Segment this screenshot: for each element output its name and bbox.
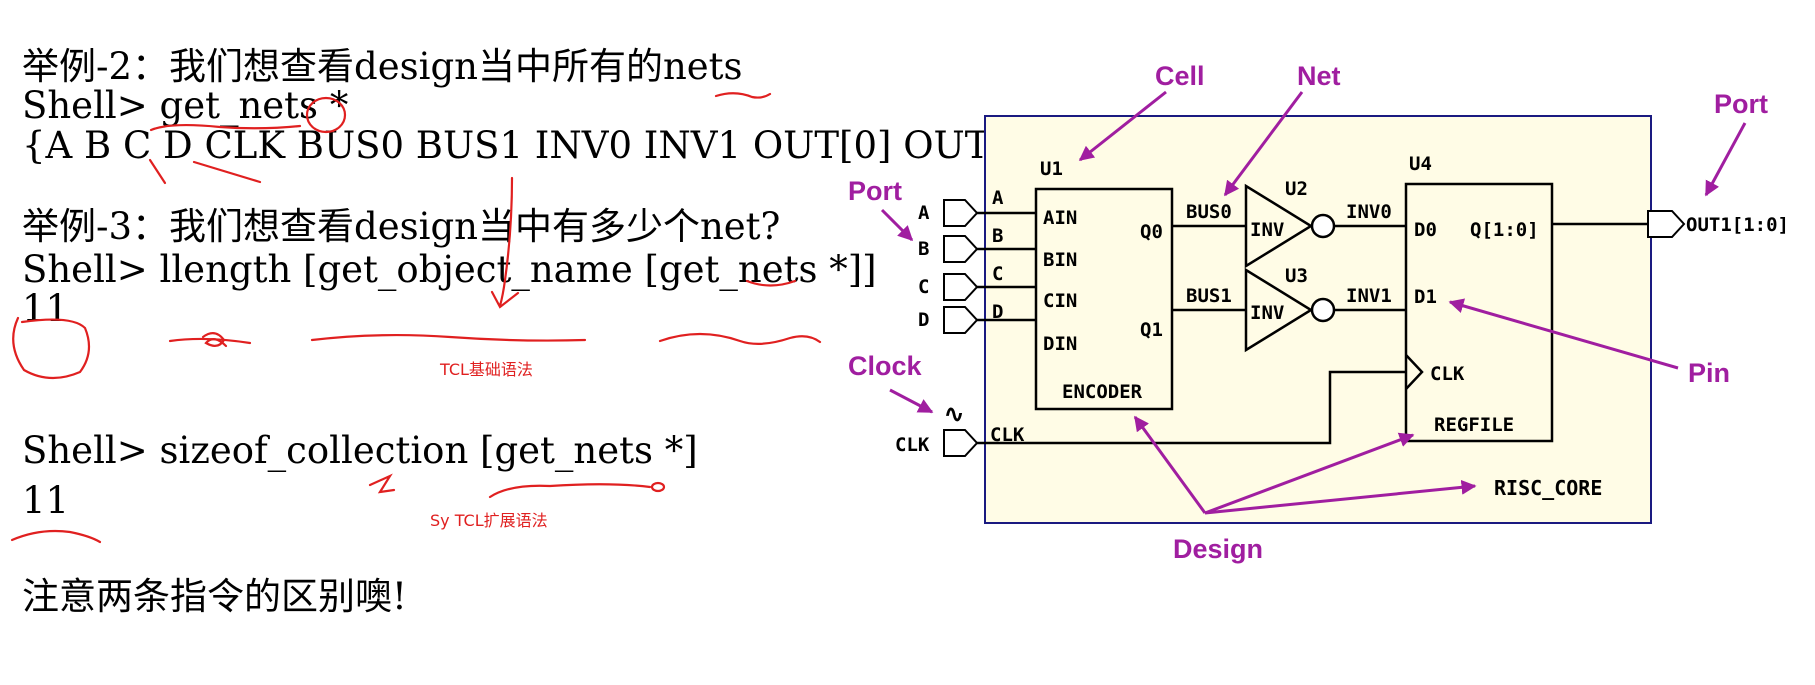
- design-name: RISC_CORE: [1494, 476, 1602, 500]
- example-4-result: 11: [22, 479, 70, 522]
- port-out-label: OUT1[1:0]: [1686, 214, 1789, 236]
- underline-nets: [714, 92, 772, 99]
- net-inv1-label: INV1: [1346, 285, 1392, 307]
- port-clk: [943, 429, 979, 457]
- strike-d: [148, 158, 167, 185]
- cell-callout: Cell: [1155, 61, 1205, 91]
- design-arrow-regfile: [1204, 432, 1415, 515]
- port-b-label: B: [918, 238, 929, 260]
- clock-symbol: ∿: [944, 400, 964, 428]
- loop-sizeof-nets: [650, 481, 666, 493]
- underline-llength: [168, 337, 252, 345]
- clock-arrow: [889, 388, 934, 414]
- port-top-callout: Port: [1714, 89, 1768, 119]
- clock-callout: Clock: [848, 351, 923, 381]
- port-a: [943, 199, 979, 227]
- u4-pin-q: Q[1:0]: [1470, 219, 1539, 241]
- port-c: [943, 273, 979, 301]
- pin-arrow: [1448, 298, 1679, 370]
- port-c-label: C: [918, 276, 929, 298]
- cell-arrow: [1078, 90, 1167, 162]
- circle-result-11: [12, 316, 91, 380]
- net-b-label: B: [992, 225, 1003, 247]
- command-text: Shell> get_nets: [22, 84, 330, 127]
- strike-clk: [192, 160, 262, 184]
- example-2-title: 举例-2：我们想查看design当中所有的nets: [22, 45, 743, 88]
- design-arrow-core: [1204, 479, 1477, 515]
- port-b: [943, 235, 979, 263]
- example-2-result: {A B C D CLK BUS0 BUS1 INV0 INV1 OUT[0] …: [22, 124, 1066, 167]
- u4-pin-d1: D1: [1414, 286, 1437, 308]
- u1-pin-bin: BIN: [1043, 249, 1077, 271]
- port-left-callout: Port: [848, 176, 902, 206]
- u1-title: ENCODER: [1062, 381, 1143, 403]
- tcl-extension-note: Sy TCL扩展语法: [430, 511, 548, 530]
- example-3-title: 举例-3：我们想查看design当中有多少个net?: [22, 205, 781, 248]
- port-out: [1647, 210, 1686, 238]
- arrow-sizeof: [368, 473, 396, 494]
- example-4-command: Shell> sizeof_collection [get_nets *]: [22, 429, 698, 472]
- arrow-down-head: [490, 290, 520, 309]
- u2-label: INV: [1250, 219, 1284, 241]
- underline-get-nets-star: [658, 332, 822, 345]
- pin-callout: Pin: [1688, 358, 1730, 388]
- underline-result-11: [10, 529, 102, 544]
- port-top-arrow: [1704, 122, 1747, 197]
- net-d-label: D: [992, 301, 1003, 323]
- command-arg: *: [329, 84, 349, 127]
- circle-star: [305, 96, 347, 134]
- port-clk-label: CLK: [895, 434, 930, 456]
- tcl-basic-note: TCL基础语法: [440, 360, 533, 379]
- arrow-down-stroke: [498, 176, 514, 308]
- u1-pin-q1: Q1: [1140, 319, 1163, 341]
- underline-get-object-name: [310, 333, 587, 342]
- u3-bubble: [1310, 297, 1336, 323]
- u1-pin-ain: AIN: [1043, 207, 1077, 229]
- example-3-command: Shell> llength [get_object_name [get_net…: [22, 248, 877, 291]
- underline-net: [745, 279, 797, 287]
- net-inv0-label: INV0: [1346, 201, 1392, 223]
- u4-name: U4: [1409, 153, 1432, 175]
- u1-pin-cin: CIN: [1043, 290, 1077, 312]
- u2-name: U2: [1285, 178, 1308, 200]
- u4-clk-pin: [1405, 354, 1424, 390]
- scribble-llength: [201, 332, 228, 348]
- net-bus0-label: BUS0: [1186, 201, 1232, 223]
- u2-bubble: [1310, 213, 1336, 239]
- port-a-label: A: [918, 202, 930, 224]
- u4-pin-d0: D0: [1414, 219, 1437, 241]
- u4-regfile-cell: [1404, 182, 1554, 443]
- net-bus1-label: BUS1: [1186, 285, 1232, 307]
- example-2-command: Shell> get_nets *: [22, 87, 348, 124]
- net-arrow: [1223, 91, 1304, 197]
- u1-name: U1: [1040, 158, 1063, 180]
- footer-note: 注意两条指令的区别噢!: [22, 575, 407, 618]
- port-left-arrow: [880, 208, 914, 242]
- u4-pin-clk: CLK: [1430, 363, 1465, 385]
- underline-get-nets: [149, 124, 302, 132]
- underline-sizeof-nets: [488, 483, 652, 499]
- net-clk-label: CLK: [990, 424, 1025, 446]
- design-arrow-encoder: [1133, 415, 1207, 514]
- u1-pin-din: DIN: [1043, 333, 1077, 355]
- port-d: [943, 306, 979, 334]
- u3-label: INV: [1250, 302, 1284, 324]
- net-a-label: A: [992, 187, 1004, 209]
- u3-name: U3: [1285, 265, 1308, 287]
- u4-title: REGFILE: [1434, 414, 1514, 436]
- net-c-label: C: [992, 263, 1003, 285]
- u1-encoder-cell: [1034, 187, 1174, 411]
- u1-pin-q0: Q0: [1140, 221, 1163, 243]
- port-d-label: D: [918, 309, 929, 331]
- net-callout: Net: [1297, 61, 1341, 91]
- design-callout: Design: [1173, 534, 1263, 564]
